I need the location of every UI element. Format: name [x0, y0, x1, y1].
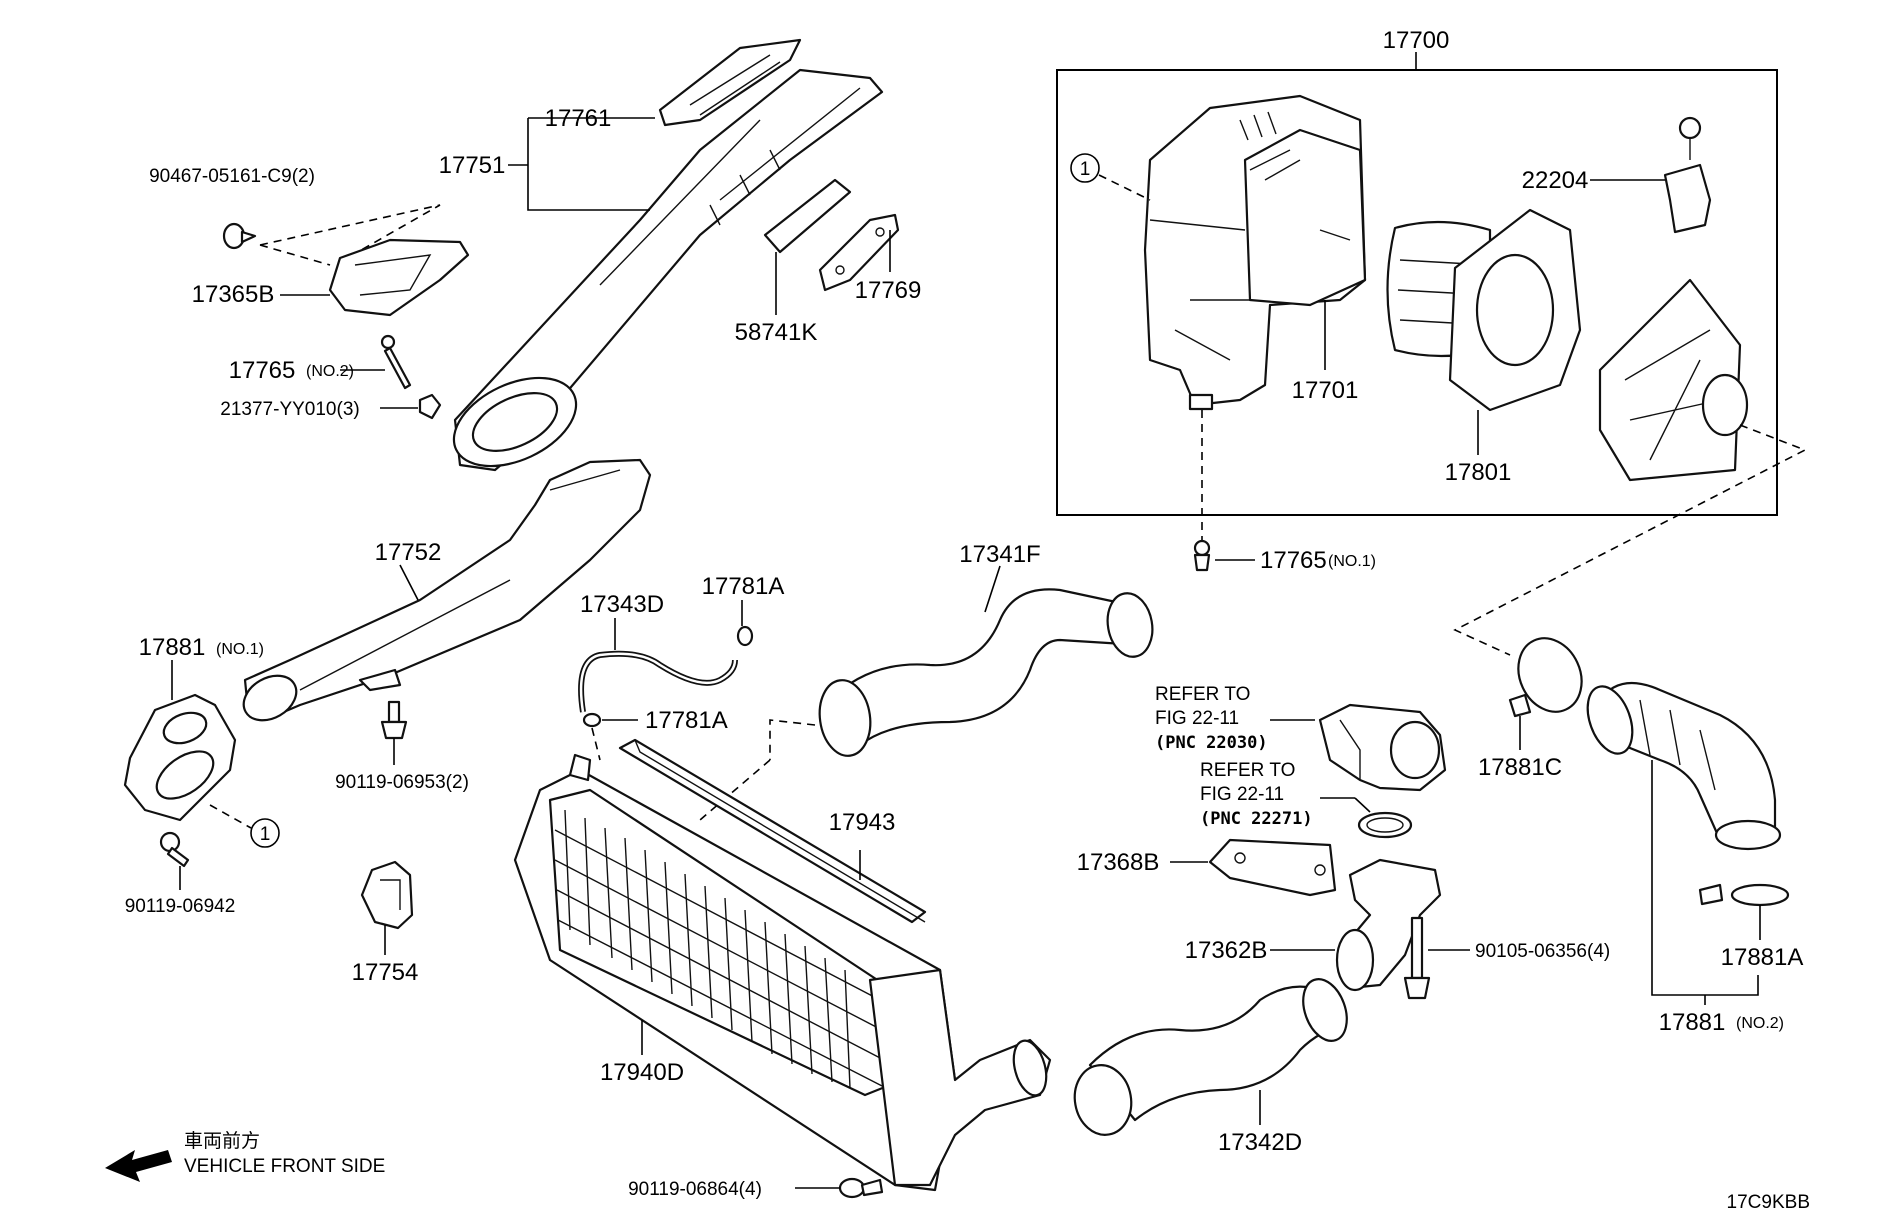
hose-17342D [1073, 978, 1348, 1136]
callout-marker-1-left [250, 818, 280, 848]
bolt-17765-no2 [380, 334, 412, 390]
air-inlet-duct [452, 68, 884, 472]
label-17342D: 17342D [1218, 1129, 1302, 1156]
cover-17365B [328, 238, 470, 317]
clip-90467 [222, 222, 257, 250]
callout-1-left-text: 1 [260, 824, 271, 845]
bracket-17754 [360, 860, 414, 930]
figure-code: 17C9KBB [1727, 1192, 1810, 1213]
duct-cover-17761 [658, 38, 802, 127]
label-17751: 17751 [439, 152, 506, 179]
elbow-17362B [1335, 858, 1442, 992]
clamp-17781A-top [736, 625, 754, 647]
label-17943: 17943 [829, 809, 896, 836]
bolt-90119-06953 [380, 700, 408, 740]
seal-pad-58741K [763, 178, 852, 254]
air-cleaner-cap [1598, 278, 1749, 482]
gasket-ring [1357, 811, 1413, 839]
hose-adapter-17881-no1 [123, 693, 237, 822]
seal-strip-17943 [618, 738, 927, 924]
label-17700: 17700 [1383, 27, 1450, 54]
air-cleaner-assembly-box [1056, 69, 1778, 516]
label-58741K: 58741K [735, 319, 818, 346]
label-17754: 17754 [352, 959, 419, 986]
label-17343D: 17343D [580, 591, 664, 618]
bracket-17368B [1208, 838, 1337, 897]
label-17752: 17752 [375, 539, 442, 566]
direction-label-jp: 車両前方 [184, 1130, 260, 1152]
label-17801: 17801 [1445, 459, 1512, 486]
label-90119-06864: 90119-06864(4) [628, 1179, 762, 1200]
refer-note-1-line2: FIG 22-11 [1155, 708, 1239, 729]
label-17765-no1: 17765 [1260, 547, 1327, 574]
label-17881-no2-sub: (NO.2) [1736, 1015, 1784, 1032]
air-cleaner-case [1143, 94, 1367, 411]
label-17365B: 17365B [192, 281, 275, 308]
label-21377: 21377-YY010(3) [220, 399, 359, 420]
callout-marker-1-box [1070, 153, 1100, 183]
label-17362B: 17362B [1185, 937, 1268, 964]
refer-note-1-pnc: (PNC 22030) [1155, 733, 1268, 753]
label-17881-no1-sub: (NO.1) [216, 641, 264, 658]
label-17765-no2: 17765 [229, 357, 296, 384]
bolt-90105 [1403, 916, 1431, 1000]
label-22204: 22204 [1522, 167, 1589, 194]
hose-17341F [818, 588, 1154, 757]
label-17881-no2: 17881 [1659, 1009, 1726, 1036]
label-17769: 17769 [855, 277, 922, 304]
label-90119-06942: 90119-06942 [125, 896, 236, 917]
label-90119-06953: 90119-06953(2) [335, 772, 469, 793]
bracket-17769 [818, 213, 900, 292]
vehicle-front-arrow-icon [105, 1150, 172, 1182]
clip-21377 [418, 393, 442, 420]
bolt-90119-06864 [838, 1177, 884, 1199]
bolt-90119-06942 [159, 831, 190, 868]
label-17781A-top: 17781A [702, 573, 785, 600]
filter-element [1386, 208, 1582, 412]
label-17781A-mid: 17781A [645, 707, 728, 734]
intercooler-17940D [513, 753, 1052, 1192]
label-17701: 17701 [1292, 377, 1359, 404]
air-duct-17752 [242, 458, 652, 722]
refer-note-2-pnc: (PNC 22271) [1200, 809, 1313, 829]
refer-note-2-line1: REFER TO [1200, 760, 1295, 781]
bolt-17765-no1 [1193, 539, 1211, 572]
clamp-17881A-right [1698, 883, 1790, 907]
clamp-17881C [1508, 637, 1583, 718]
callout-1-box-text: 1 [1080, 159, 1091, 180]
clamp-17781A-mid [582, 712, 602, 728]
label-90105: 90105-06356(4) [1475, 941, 1610, 962]
label-17341F: 17341F [959, 541, 1040, 568]
refer-note-2-line2: FIG 22-11 [1200, 784, 1284, 805]
label-17881-no1: 17881 [139, 634, 206, 661]
label-17940D: 17940D [600, 1059, 684, 1086]
refer-note-1-line1: REFER TO [1155, 684, 1250, 705]
label-17765-no2-sub: (NO.2) [306, 363, 354, 380]
cap-clip [1663, 116, 1712, 234]
throttle-body [1318, 703, 1447, 792]
label-90467: 90467-05161-C9(2) [149, 166, 315, 187]
label-17368B: 17368B [1077, 849, 1160, 876]
direction-label-en: VEHICLE FRONT SIDE [184, 1156, 385, 1177]
label-17881C: 17881C [1478, 754, 1562, 781]
label-17881A-right: 17881A [1721, 944, 1804, 971]
label-17761: 17761 [545, 105, 612, 132]
label-17765-no1-sub: (NO.1) [1328, 553, 1376, 570]
hose-17881-no2 [1586, 681, 1782, 851]
